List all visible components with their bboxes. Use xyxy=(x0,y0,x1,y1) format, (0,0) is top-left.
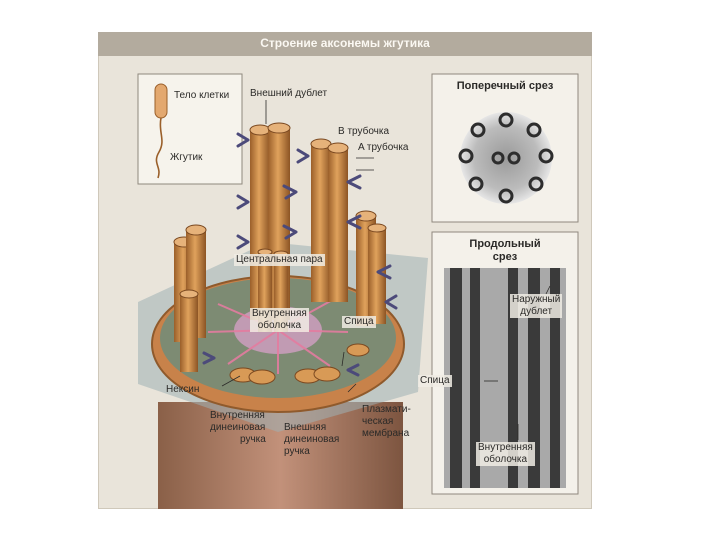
label-outer-dynein-line3: ручка xyxy=(284,446,339,458)
label-inner-dynein-line1: Внутренняя xyxy=(210,410,266,422)
label-a-tubule: A трубочка xyxy=(358,142,408,154)
label-em-outer-doublet-line2: дублет xyxy=(512,306,560,318)
label-flagellum: Жгутик xyxy=(170,152,202,164)
label-em-spoke: Спица xyxy=(418,375,452,387)
label-b-tubule: B трубочка xyxy=(338,126,389,138)
cross-section-title: Поперечный срез xyxy=(432,80,578,93)
label-em-outer-doublet: Наружный дублет xyxy=(510,294,562,318)
label-inner-dynein-line3: ручка xyxy=(210,434,266,446)
label-em-inner-sheath-line2: оболочка xyxy=(478,454,533,466)
label-nexin: Нексин xyxy=(166,384,199,396)
label-outer-doublet: Внешний дублет xyxy=(250,88,327,100)
textbook-photo: Строение аксонемы жгутика xyxy=(98,32,592,509)
label-outer-dynein-line1: Внешняя xyxy=(284,422,339,434)
label-em-inner-sheath: Внутренняя оболочка xyxy=(476,442,535,466)
label-inner-dynein: Внутренняя динеиновая ручка xyxy=(210,410,266,446)
label-central-pair: Центральная пара xyxy=(234,254,325,266)
label-em-outer-doublet-line1: Наружный xyxy=(512,294,560,306)
label-membrane-line1: Плазмати- xyxy=(362,404,411,416)
cross-section-panel xyxy=(432,74,578,222)
label-outer-dynein-line2: динеиновая xyxy=(284,434,339,446)
label-inner-sheath: Внутренняя оболочка xyxy=(250,308,309,332)
cell-body-shape xyxy=(155,84,167,118)
axoneme-illustration xyxy=(98,32,592,509)
label-inner-sheath-line2: оболочка xyxy=(252,320,307,332)
label-outer-dynein: Внешняя динеиновая ручка xyxy=(284,422,339,458)
label-plasma-membrane: Плазмати- ческая мембрана xyxy=(362,404,411,440)
longitudinal-title-line2: срез xyxy=(432,251,578,264)
label-inner-sheath-line1: Внутренняя xyxy=(252,308,307,320)
label-membrane-line2: ческая xyxy=(362,416,411,428)
longitudinal-title: Продольный срез xyxy=(432,238,578,264)
label-membrane-line3: мембрана xyxy=(362,428,411,440)
label-inner-dynein-line2: динеиновая xyxy=(210,422,266,434)
label-cell-body: Тело клетки xyxy=(174,90,229,102)
label-em-inner-sheath-line1: Внутренняя xyxy=(478,442,533,454)
label-spoke: Спица xyxy=(342,316,376,328)
longitudinal-title-line1: Продольный xyxy=(432,238,578,251)
